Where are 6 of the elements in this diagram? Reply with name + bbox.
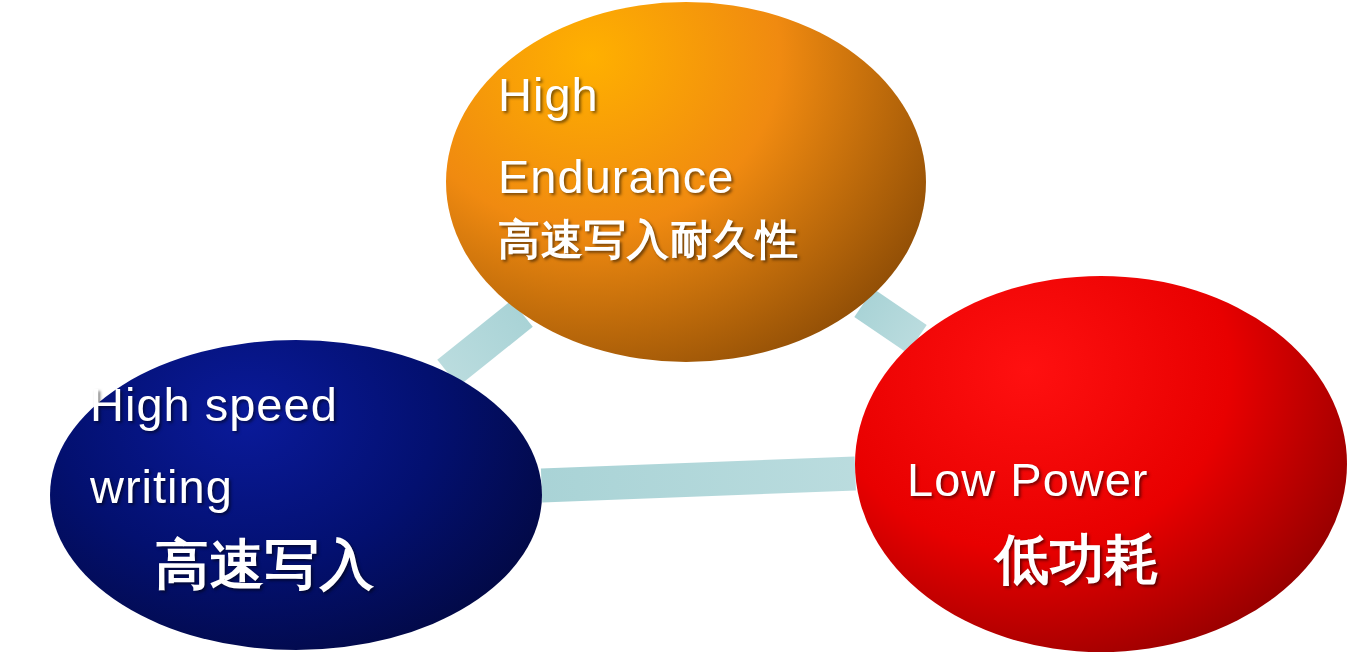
node-label: 高速写入耐久性 (498, 215, 800, 265)
connector-bar (540, 456, 856, 503)
node-label: 低功耗 (995, 528, 1161, 591)
node-label: High Endurance (498, 67, 736, 206)
node-label: 高速写入 (155, 533, 376, 596)
node-label: Low Power (907, 452, 1150, 508)
